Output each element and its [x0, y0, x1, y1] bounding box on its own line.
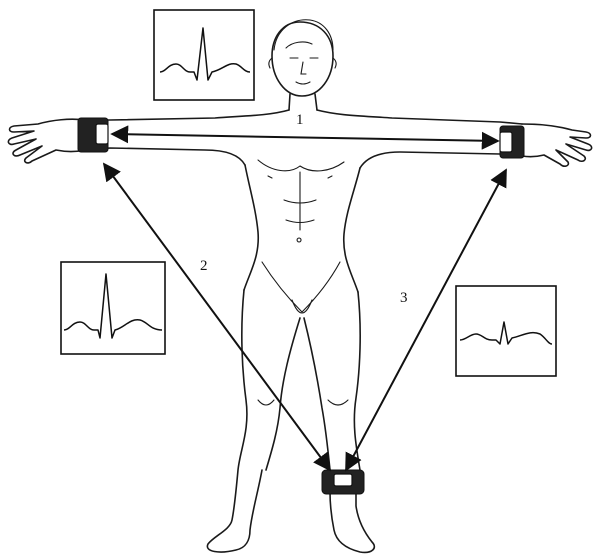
- left-wrist-electrode: [500, 126, 524, 158]
- left-ankle-electrode: [322, 470, 364, 494]
- right-wrist-electrode: [78, 118, 108, 152]
- lead-2-label: 2: [200, 258, 208, 274]
- lead-1-label: 1: [296, 112, 304, 128]
- lead-3-label: 3: [400, 290, 408, 306]
- ecg-box-lead-1: [154, 10, 254, 100]
- ecg-box-lead-2: [61, 262, 165, 354]
- ecg-box-lead-3: [456, 286, 556, 376]
- lead-1-arrow: [112, 134, 498, 141]
